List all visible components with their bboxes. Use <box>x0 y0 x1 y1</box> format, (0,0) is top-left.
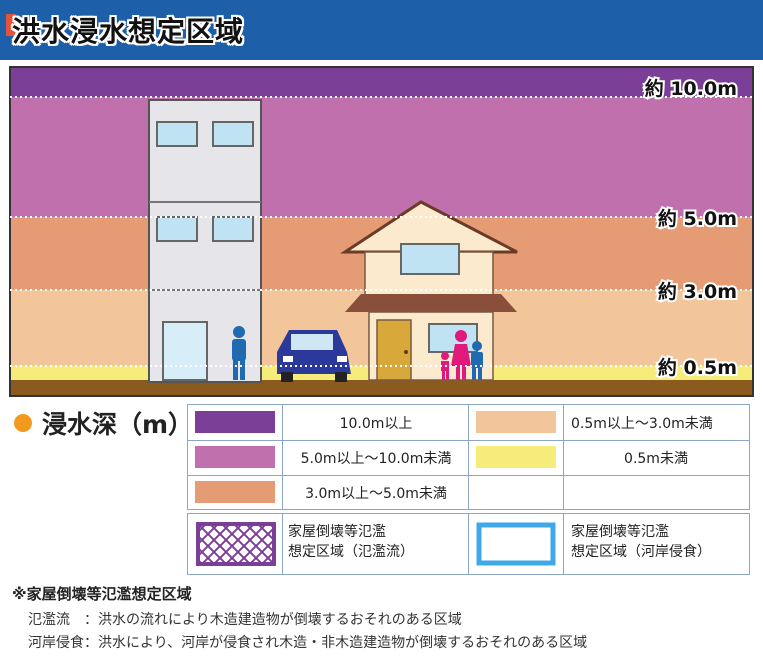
legend-label: 0.5m未満 <box>624 451 688 467</box>
bank-erosion-label: 家屋倒壊等氾濫 想定区域（河岸侵食） <box>571 524 711 560</box>
legend-label: 10.0m以上 <box>339 416 413 432</box>
flood-depth-illustration: 約 10.0m 約 5.0m 約 3.0m 約 0.5m <box>9 66 754 397</box>
legend-swatch <box>195 446 275 468</box>
depth-legend-table: 10.0m以上 0.5m以上～3.0m未満 5.0m以上～10.0m未満 0.5… <box>187 404 750 510</box>
person-figure <box>232 326 246 380</box>
house <box>339 200 518 381</box>
content-panel: 約 10.0m 約 5.0m 約 3.0m 約 0.5m <box>5 62 758 658</box>
depth-label-5m: 約 5.0m <box>658 207 737 230</box>
bullet-dot-icon <box>14 414 32 432</box>
legend-label: 0.5m以上～3.0m未満 <box>571 416 713 432</box>
flood-flow-label: 家屋倒壊等氾濫 想定区域（氾濫流） <box>288 524 414 560</box>
hazard-legend-table: 家屋倒壊等氾濫 想定区域（氾濫流） 家屋倒壊等氾濫 想定区域（河岸侵食） <box>187 513 750 575</box>
legend-label: 3.0m以上～5.0m未満 <box>305 486 447 502</box>
band-10m-plus <box>10 67 753 97</box>
note-flood-flow: 氾濫流 ：洪水の流れにより木造建造物が倒壊するおそれのある区域 <box>28 612 462 628</box>
legend-row: 5.0m以上～10.0m未満 0.5m未満 <box>188 440 749 476</box>
depth-label-3m: 約 3.0m <box>658 280 737 303</box>
band-5-10m <box>10 97 753 217</box>
legend-title-text: 浸水深（m） <box>42 410 194 439</box>
header-bar: 洪水浸水想定区域 <box>0 0 763 60</box>
legend-title: 浸水深（m） <box>14 405 193 441</box>
car <box>277 330 351 382</box>
legend-swatch <box>195 411 275 433</box>
blue-outline-swatch-icon <box>476 522 556 566</box>
crosshatch-swatch-icon <box>196 522 276 566</box>
ground <box>10 380 753 396</box>
depth-label-10m: 約 10.0m <box>645 77 737 100</box>
notes-heading: ※家屋倒壊等氾濫想定区域 <box>12 585 192 603</box>
legend-row: 3.0m以上～5.0m未満 <box>188 475 749 510</box>
depth-label-0.5m: 約 0.5m <box>658 356 737 379</box>
note-bank-erosion: 河岸侵食：洪水により、河岸が侵食され木造・非木造建造物が倒壊するおそれのある区域 <box>28 635 588 651</box>
legend-label: 5.0m以上～10.0m未満 <box>300 451 452 467</box>
scene-frame <box>9 66 754 397</box>
legend-swatch <box>476 411 556 433</box>
page-title: 洪水浸水想定区域 <box>12 15 245 48</box>
legend-swatch <box>195 481 275 503</box>
legend-swatch <box>476 446 556 468</box>
legend-row: 10.0m以上 0.5m以上～3.0m未満 <box>188 405 749 441</box>
title-accent <box>6 14 16 36</box>
family-figures <box>441 330 483 380</box>
